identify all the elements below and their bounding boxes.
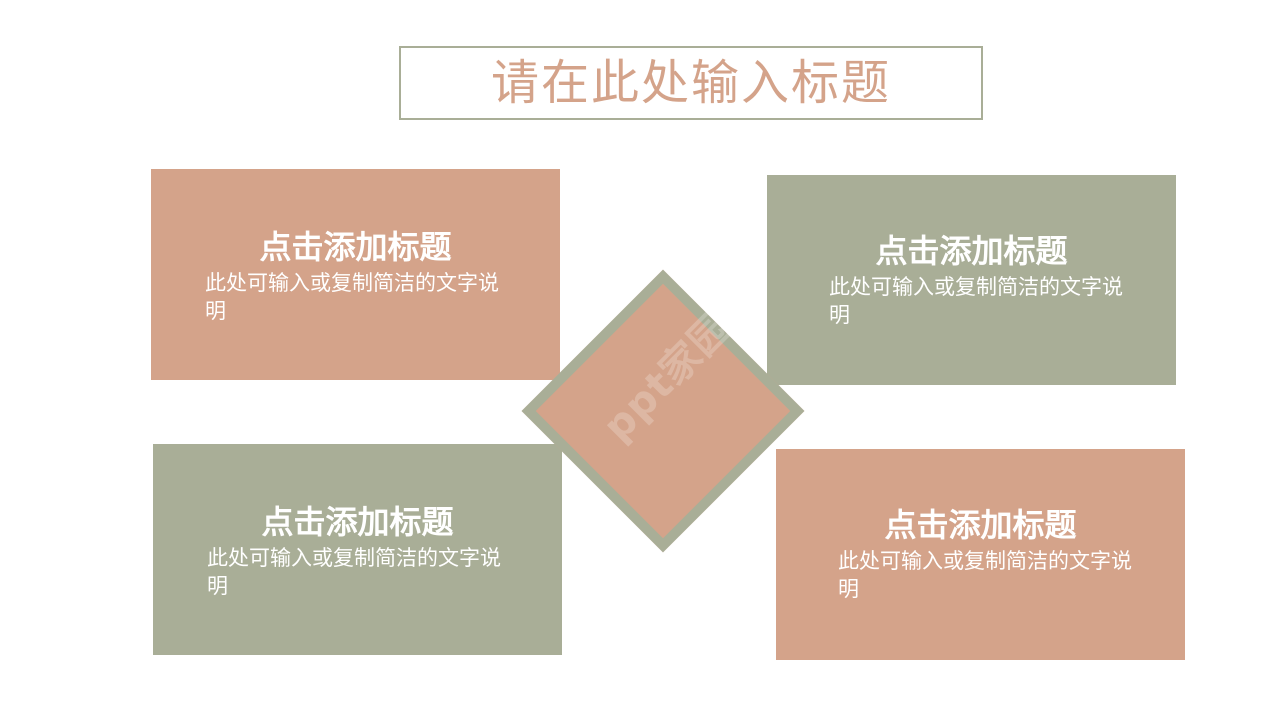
center-diamond <box>521 269 805 553</box>
card-title: 点击添加标题 <box>259 228 452 266</box>
card-description: 此处可输入或复制简洁的文字说明 <box>829 275 1123 327</box>
card-top-right[interactable]: 点击添加标题 此处可输入或复制简洁的文字说明 <box>767 175 1176 385</box>
card-title: 点击添加标题 <box>261 503 454 541</box>
card-description: 此处可输入或复制简洁的文字说明 <box>207 546 501 598</box>
card-bottom-right[interactable]: 点击添加标题 此处可输入或复制简洁的文字说明 <box>776 449 1185 660</box>
slide-title: 请在此处输入标题 <box>490 55 891 111</box>
card-title: 点击添加标题 <box>875 232 1068 270</box>
card-top-left[interactable]: 点击添加标题 此处可输入或复制简洁的文字说明 <box>151 169 560 380</box>
slide-title-box[interactable]: 请在此处输入标题 <box>399 46 983 120</box>
card-description: 此处可输入或复制简洁的文字说明 <box>205 271 499 323</box>
card-description: 此处可输入或复制简洁的文字说明 <box>838 549 1132 601</box>
card-title: 点击添加标题 <box>884 506 1077 544</box>
card-bottom-left[interactable]: 点击添加标题 此处可输入或复制简洁的文字说明 <box>153 444 562 655</box>
